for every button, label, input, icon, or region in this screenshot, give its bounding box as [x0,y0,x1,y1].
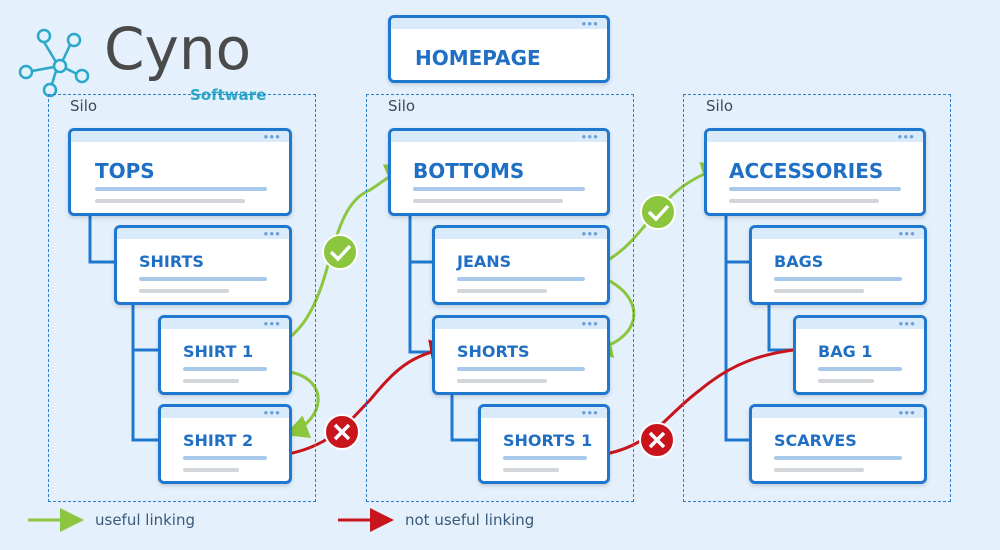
silo-tops [48,94,316,502]
page-card-shirt-1[interactable]: ●●● SHIRT 1 [158,315,292,395]
category-card-accessories[interactable]: ●●● ACCESSORIES [704,128,926,216]
check-icon [640,194,676,230]
tree-lines-bottoms [408,216,480,442]
tree-lines-tops [88,216,160,442]
subcategory-card-shorts[interactable]: ●●● SHORTS [432,315,610,395]
subcategory-title: BAGS [774,252,824,271]
logo-icon [18,28,90,98]
page-card-shorts-1[interactable]: ●●● SHORTS 1 [478,404,610,484]
category-title: BOTTOMS [413,159,525,183]
category-title: TOPS [95,159,155,183]
silo-label: Silo [70,97,98,115]
legend-not-useful-label: not useful linking [405,511,535,529]
page-card-shirt-2[interactable]: ●●● SHIRT 2 [158,404,292,484]
silo-label: Silo [388,97,416,115]
subcategory-card-jeans[interactable]: ●●● JEANS [432,225,610,305]
page-title: SHORTS 1 [503,431,593,450]
category-card-bottoms[interactable]: ●●● BOTTOMS [388,128,610,216]
link-shirt2-to-shorts [274,339,454,458]
silo-bottoms [366,94,634,502]
logo-name: Cyno [104,15,252,83]
legend-useful-label: useful linking [95,511,195,529]
page-card-bag-1[interactable]: ●●● BAG 1 [793,315,927,395]
subcategory-card-bags[interactable]: ●●● BAGS [749,225,927,305]
category-title: ACCESSORIES [729,159,884,183]
check-icon [322,234,358,270]
homepage-title: HOMEPAGE [415,46,541,70]
subcategory-card-scarves[interactable]: ●●● SCARVES [749,404,927,484]
subcategory-card-shirts[interactable]: ●●● SHIRTS [114,225,292,305]
subcategory-title: SHORTS [457,342,530,361]
subcategory-title: SCARVES [774,431,857,450]
link-shirt2-to-shirt1 [284,370,320,438]
page-title: BAG 1 [818,342,873,361]
subcategory-title: SHIRTS [139,252,204,271]
homepage-card[interactable]: ●●● HOMEPAGE [388,15,610,83]
cross-icon [324,414,360,450]
logo-subtitle: Software [190,86,267,104]
silo-label: Silo [706,97,734,115]
silo-accessories [683,94,951,502]
page-title: SHIRT 1 [183,342,254,361]
cross-icon [639,422,675,458]
subcategory-title: JEANS [457,252,512,271]
category-card-tops[interactable]: ●●● TOPS [68,128,292,216]
page-title: SHIRT 2 [183,431,254,450]
